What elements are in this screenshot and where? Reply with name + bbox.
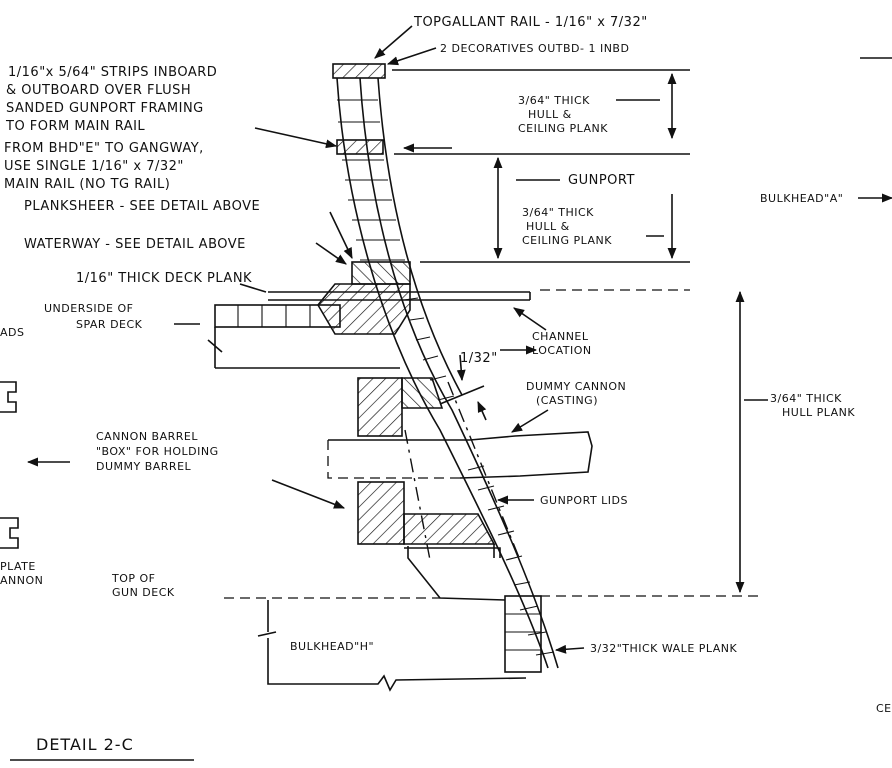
label-bhd-1: FROM BHD"E" TO GANGWAY, (4, 141, 204, 156)
label-barrel-1: CANNON BARREL (96, 430, 198, 443)
leader-arrows (26, 25, 892, 654)
label-strips-4: TO FORM MAIN RAIL (5, 119, 145, 134)
dimension-arrows (493, 72, 745, 594)
label-channel-1: CHANNEL (532, 330, 589, 343)
label-topgallant-rail: TOPGALLANT RAIL - 1/16" x 7/32" (413, 15, 648, 30)
spar-deck (207, 289, 690, 369)
label-plate-1: PLATE (0, 560, 36, 573)
hull-planking (336, 77, 559, 669)
label-ads: ADS (0, 326, 24, 339)
label-bhd-2: USE SINGLE 1/16" x 7/32" (4, 159, 184, 174)
label-hull-plank-2: HULL PLANK (782, 406, 855, 419)
label-plank-upper-3: CEILING PLANK (518, 122, 608, 135)
label-strips-1: 1/16"x 5/64" STRIPS INBOARD (8, 65, 217, 80)
label-plank-mid-2: HULL & (526, 220, 570, 233)
label-strips-2: & OUTBOARD OVER FLUSH (6, 83, 191, 98)
topgallant-rail (332, 63, 386, 79)
dummy-cannon (327, 381, 593, 561)
label-plank-sheer: PLANKSHEER - SEE DETAIL ABOVE (24, 199, 260, 214)
label-plank-upper-2: HULL & (528, 108, 572, 121)
label-plank-mid-3: CEILING PLANK (522, 234, 612, 247)
label-bulkhead-h: BULKHEAD"H" (290, 640, 374, 653)
label-gunport-lids: GUNPORT LIDS (540, 494, 628, 507)
label-dummy-1: DUMMY CANNON (526, 380, 626, 393)
label-decoratives: 2 DECORATIVES OUTBD- 1 INBD (440, 42, 629, 55)
left-edge-fragments (0, 381, 19, 549)
label-ce: CE (876, 702, 892, 715)
label-one-32: 1/32" (460, 351, 498, 366)
label-deck-plank: 1/16" THICK DECK PLANK (76, 271, 252, 286)
label-underside-2: SPAR DECK (76, 318, 143, 331)
label-channel-2: LOCATION (532, 344, 592, 357)
upper-barrel-box (357, 377, 444, 437)
plank-sheer (351, 261, 411, 285)
label-wale-plank: 3/32"THICK WALE PLANK (590, 642, 738, 655)
detail-title: DETAIL 2-C (36, 735, 134, 754)
label-bhd-3: MAIN RAIL (NO TG RAIL) (4, 177, 170, 192)
label-gunport: GUNPORT (568, 173, 635, 188)
reference-lines (392, 57, 892, 263)
label-gun-deck-2: GUN DECK (112, 586, 175, 599)
label-barrel-3: DUMMY BARREL (96, 460, 192, 473)
label-plate-2: ANNON (0, 574, 43, 587)
text-labels: TOPGALLANT RAIL - 1/16" x 7/32" 2 DECORA… (0, 15, 892, 761)
label-gun-deck-1: TOP OF (111, 572, 156, 585)
label-dummy-2: (CASTING) (536, 394, 598, 407)
label-bulkhead-a: BULKHEAD"A" (760, 192, 843, 205)
label-plank-upper-1: 3/64" THICK (518, 94, 590, 107)
label-strips-3: SANDED GUNPORT FRAMING (6, 101, 204, 116)
label-waterway: WATERWAY - SEE DETAIL ABOVE (24, 237, 246, 252)
label-hull-plank-1: 3/64" THICK (770, 392, 842, 405)
label-barrel-2: "BOX" FOR HOLDING (96, 445, 219, 458)
lower-barrel-box (357, 481, 501, 558)
main-rail (336, 139, 384, 155)
label-underside-1: UNDERSIDE OF (44, 302, 133, 315)
bulkhead-h-outline (257, 546, 542, 692)
label-plank-mid-1: 3/64" THICK (522, 206, 594, 219)
